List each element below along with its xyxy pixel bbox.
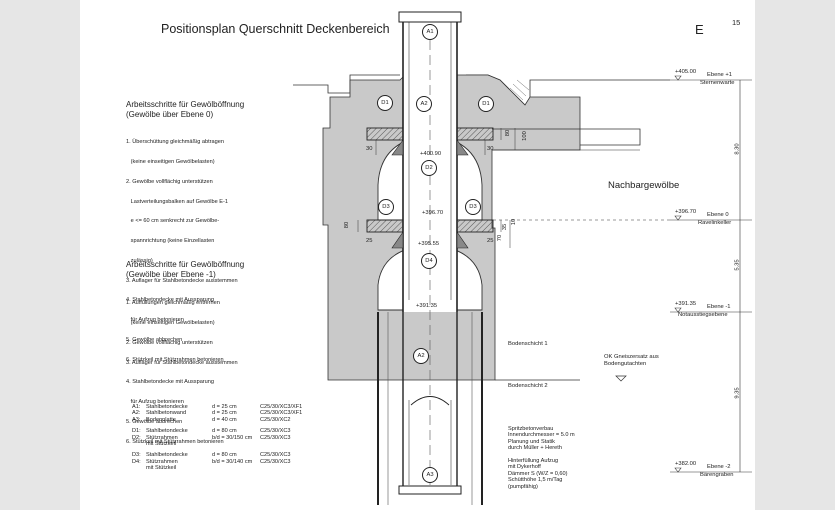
steps-heading-1: Arbeitsschritte für Gewölböffnung (Gewöl… — [126, 100, 245, 119]
slab-d1-right — [456, 127, 494, 141]
elev-400-90: +400.90 — [420, 151, 442, 157]
level-sub-1: Sternenwarte — [700, 80, 735, 86]
label-gneis: OK Gneiszersatz aus Bodengutachten — [604, 354, 659, 367]
dim-80-top: 80 — [505, 129, 512, 137]
cross-section-drawing — [293, 11, 752, 505]
marker-d2: D2 — [421, 160, 437, 176]
drawing-sheet: A1 A2 D1 D1 D2 D3 D3 D4 A2 A3 +400.90 +3… — [80, 0, 755, 510]
level-sub-4: Bärengraben — [700, 472, 734, 478]
label-bodenschicht-1: Bodenschicht 1 — [508, 341, 548, 347]
marker-d3-left: D3 — [378, 199, 394, 215]
steps-list-2: 1. Auffüllungen gleichmäßig entfernen (k… — [126, 300, 238, 445]
dim-35: 35 — [502, 223, 509, 231]
legend-codes: A1:A2:A3: D1:D2: D3:D4: — [132, 404, 141, 465]
level-elev-2: +396.70 — [675, 209, 697, 215]
dim-25-left: 25 — [366, 238, 373, 244]
level-markers — [493, 75, 752, 473]
sheet-letter: E — [695, 22, 704, 37]
level-elev-3: +391.35 — [675, 301, 697, 307]
dim-8-30: 8.30 — [734, 143, 741, 155]
dim-5-35: 5.35 — [734, 259, 741, 271]
elev-395-55: +395.55 — [418, 241, 440, 247]
marker-a3: A3 — [422, 467, 438, 483]
level-name-1: Ebene +1 — [707, 72, 732, 78]
level-name-3: Ebene -1 — [707, 304, 731, 310]
label-bodenschicht-2: Bodenschicht 2 — [508, 383, 548, 389]
slab-d1-left — [366, 127, 404, 141]
level-elev-1: +405.00 — [675, 69, 697, 75]
marker-a2-bottom: A2 — [413, 348, 429, 364]
steps-heading-2: Arbeitsschritte für Gewölböffnung (Gewöl… — [126, 260, 245, 279]
dim-100: 100 — [521, 131, 528, 141]
marker-d1-right: D1 — [478, 96, 494, 112]
dim-10: 10 — [511, 218, 518, 226]
dim-30-right: 30 — [487, 146, 494, 152]
level-sub-3: Notausstiegsebene — [678, 312, 728, 318]
page-number: 15 — [732, 18, 741, 27]
marker-a2-top: A2 — [416, 96, 432, 112]
marker-a1: A1 — [422, 24, 438, 40]
label-nachbargewoelbe: Nachbargewölbe — [608, 180, 680, 191]
dim-30-left: 30 — [366, 146, 373, 152]
slab-d3-left — [366, 219, 404, 233]
elev-391-35: +391.35 — [416, 303, 438, 309]
base-slab — [398, 485, 462, 495]
dim-25-right: 25 — [487, 238, 494, 244]
dim-9-35: 9.35 — [734, 387, 741, 399]
level-name-4: Ebene -2 — [707, 464, 731, 470]
marker-d4: D4 — [421, 253, 437, 269]
marker-d3-right: D3 — [465, 199, 481, 215]
ground-line-left — [293, 74, 400, 94]
steps-list-1: 1. Überschüttung gleichmäßig abtragen (k… — [126, 139, 238, 363]
elev-396-70: +396.70 — [422, 210, 444, 216]
neighbour-vault — [492, 128, 641, 146]
level-name-2: Ebene 0 — [707, 212, 729, 218]
embankment-right — [509, 79, 530, 101]
page-title: Positionsplan Querschnitt Deckenbereich — [161, 22, 390, 36]
level-elev-4: +382.00 — [675, 461, 697, 467]
dim-80-bottom: 80 — [344, 221, 351, 229]
dim-70: 70 — [497, 234, 504, 242]
marker-d1-left: D1 — [377, 95, 393, 111]
level-sub-2: Ravelinkeller — [698, 220, 732, 226]
shotcrete-lining — [377, 312, 483, 505]
slab-d3-right — [456, 219, 494, 233]
